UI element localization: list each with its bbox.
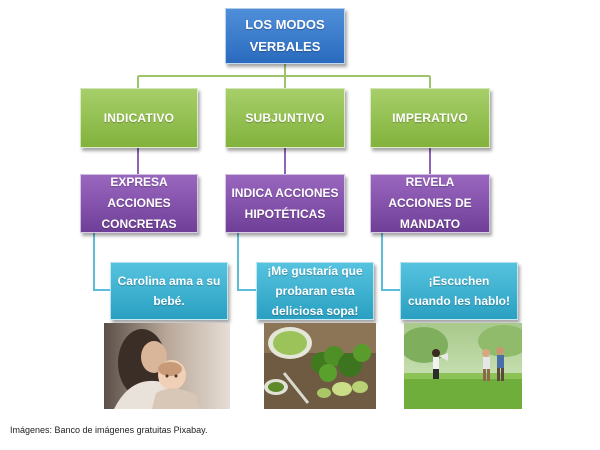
mode-label: IMPERATIVO xyxy=(392,111,468,125)
example-box-subjuntivo: ¡Me gustaría que probaran esta deliciosa… xyxy=(256,262,374,320)
description-box-indicativo: EXPRESA ACCIONES CONCRETAS xyxy=(80,174,198,233)
example-box-imperativo: ¡Escuchen cuando les hablo! xyxy=(400,262,518,320)
example-text: ¡Me gustaría que probaran esta deliciosa… xyxy=(267,264,363,318)
image-credit-caption: Imágenes: Banco de imágenes gratuitas Pi… xyxy=(10,425,208,435)
example-box-indicativo: Carolina ama a su bebé. xyxy=(110,262,228,320)
title-text: LOS MODOS VERBALES xyxy=(245,17,325,54)
title-box: LOS MODOS VERBALES xyxy=(225,8,345,64)
description-box-subjuntivo: INDICA ACCIONES HIPOTÉTICAS xyxy=(225,174,345,233)
mode-box-indicativo: INDICATIVO xyxy=(80,88,198,148)
mother-baby-photo xyxy=(104,323,230,409)
description-text: INDICA ACCIONES HIPOTÉTICAS xyxy=(231,185,339,221)
mode-label: INDICATIVO xyxy=(103,111,175,125)
mode-box-subjuntivo: SUBJUNTIVO xyxy=(225,88,345,148)
description-box-imperativo: REVELA ACCIONES DE MANDATO xyxy=(370,174,490,233)
description-text: REVELA ACCIONES DE MANDATO xyxy=(388,175,472,231)
mode-box-imperativo: IMPERATIVO xyxy=(370,88,490,148)
mode-label: SUBJUNTIVO xyxy=(245,111,325,125)
description-text: EXPRESA ACCIONES CONCRETAS xyxy=(101,175,177,231)
example-text: Carolina ama a su bebé. xyxy=(117,274,221,308)
soup-photo xyxy=(264,323,376,409)
example-text: ¡Escuchen cuando les hablo! xyxy=(407,274,510,308)
megaphone-field-photo xyxy=(404,323,522,409)
